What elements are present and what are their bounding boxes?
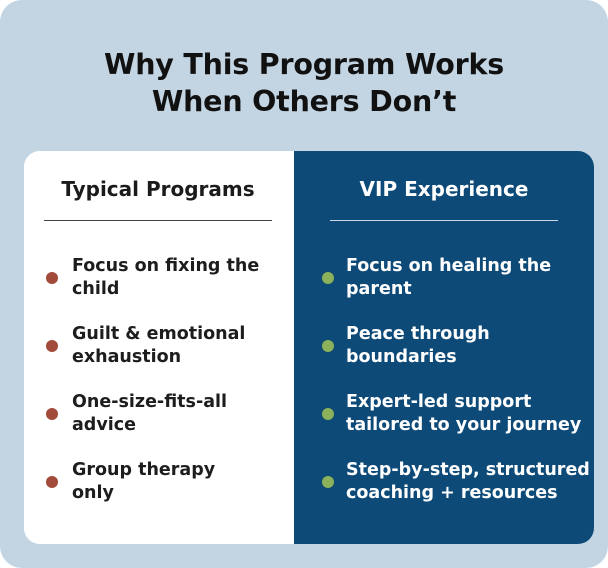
vip-item-line: parent bbox=[346, 279, 412, 299]
bullet-dot-icon bbox=[322, 272, 334, 284]
typical-item-line: One-size-fits-all bbox=[72, 392, 228, 412]
title-line-1: Why This Program Works bbox=[103, 48, 504, 81]
vip-item-line: tailored to your journey bbox=[346, 415, 582, 435]
page-title: Why This Program Works When Others Don’t bbox=[0, 46, 608, 120]
vip-item-line: coaching + resources bbox=[346, 483, 558, 503]
typical-item: Group therapy only bbox=[46, 459, 287, 505]
bullet-dot-icon bbox=[322, 340, 334, 352]
bullet-dot-icon bbox=[322, 476, 334, 488]
vip-experience-heading: VIP Experience bbox=[359, 177, 529, 201]
comparison-card: Typical Programs Focus on fixing the chi… bbox=[24, 151, 594, 544]
typical-item-line: only bbox=[72, 483, 114, 503]
typical-item-line: Group therapy bbox=[72, 460, 216, 480]
bullet-dot-icon bbox=[46, 272, 58, 284]
typical-item-line: Focus on fixing the bbox=[72, 256, 260, 276]
vip-item: Peace through boundaries bbox=[322, 323, 591, 369]
vip-item: Expert-led support tailored to your jour… bbox=[322, 391, 591, 437]
vip-item-line: Focus on healing the bbox=[346, 256, 552, 276]
bullet-dot-icon bbox=[322, 408, 334, 420]
typical-item-line: exhaustion bbox=[72, 347, 182, 367]
vip-item: Focus on healing the parent bbox=[322, 255, 591, 301]
vip-item-line: Peace through bbox=[346, 324, 490, 344]
vip-experience-column: VIP Experience Focus on healing the pare… bbox=[294, 151, 594, 544]
typical-item-line: child bbox=[72, 279, 120, 299]
bullet-dot-icon bbox=[46, 408, 58, 420]
typical-programs-column: Typical Programs Focus on fixing the chi… bbox=[24, 151, 294, 544]
typical-heading-divider bbox=[44, 220, 272, 221]
typical-item: Focus on fixing the child bbox=[46, 255, 287, 301]
typical-item-line: Guilt & emotional bbox=[72, 324, 246, 344]
title-line-2: When Others Don’t bbox=[151, 85, 457, 118]
typical-programs-heading: Typical Programs bbox=[61, 177, 255, 201]
bullet-dot-icon bbox=[46, 340, 58, 352]
typical-item: Guilt & emotional exhaustion bbox=[46, 323, 287, 369]
vip-item-line: Step-by-step, structured bbox=[346, 460, 590, 480]
typical-item-line: advice bbox=[72, 415, 136, 435]
vip-item-line: boundaries bbox=[346, 347, 457, 367]
vip-item: Step-by-step, structured coaching + reso… bbox=[322, 459, 591, 505]
bullet-dot-icon bbox=[46, 476, 58, 488]
typical-item: One-size-fits-all advice bbox=[46, 391, 287, 437]
vip-item-line: Expert-led support bbox=[346, 392, 532, 412]
vip-heading-divider bbox=[330, 220, 558, 221]
